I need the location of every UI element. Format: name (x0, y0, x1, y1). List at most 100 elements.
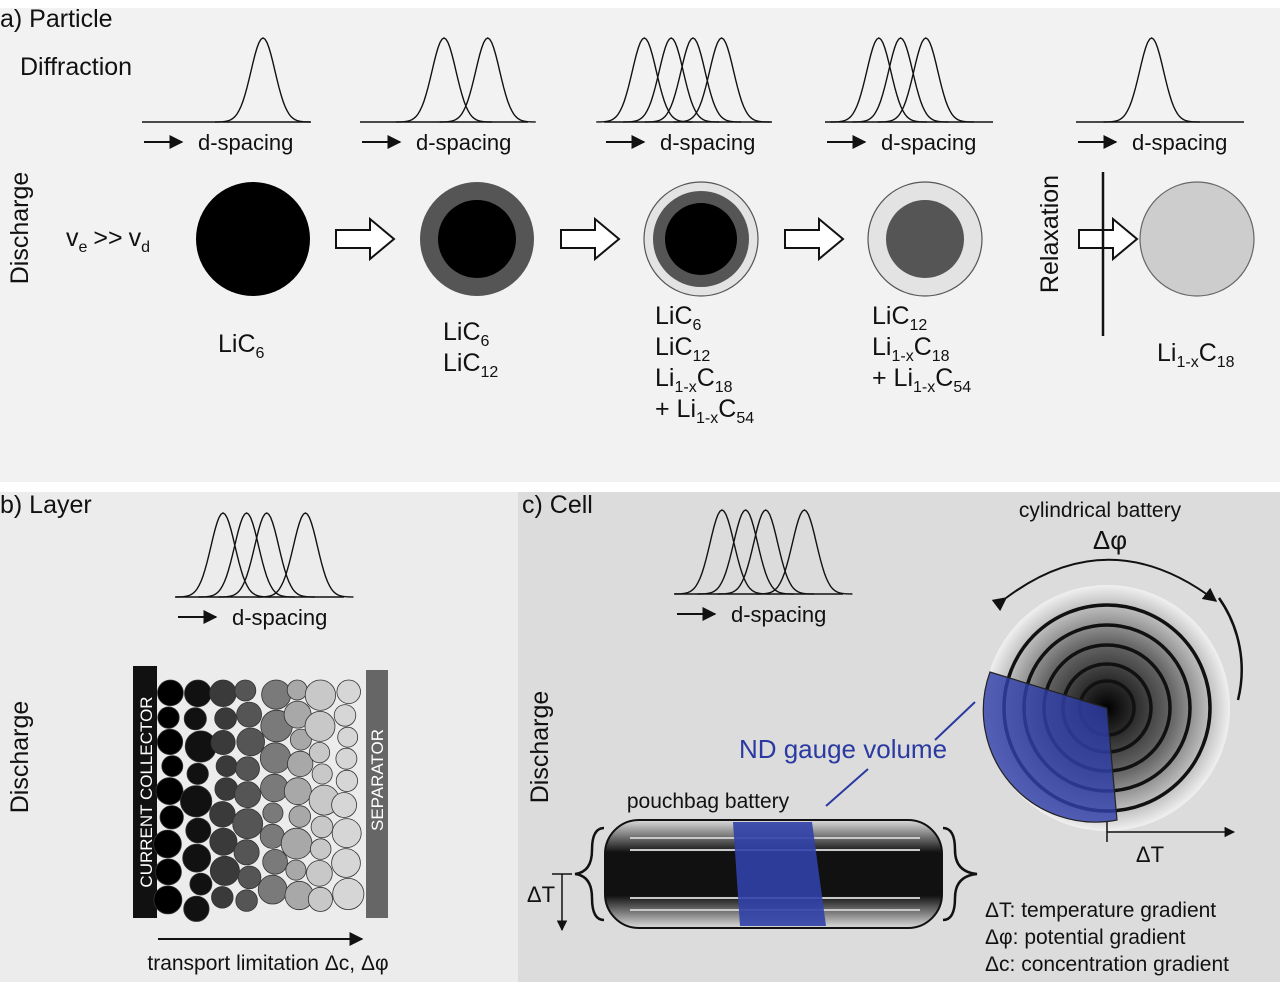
diffraction-peak-3 (877, 37, 974, 123)
cylindrical-battery (982, 585, 1230, 831)
diffraction-plot-2: d-spacing (360, 37, 536, 155)
process-arrow-4 (1078, 216, 1139, 262)
diffraction-peak-4 (257, 512, 354, 598)
electrode-particle (186, 762, 209, 785)
panel-c: c) Cell Discharge d-spacing cylindrical … (518, 491, 1280, 982)
electrode-particle (214, 777, 239, 801)
diffraction-peak-3 (218, 512, 315, 598)
cylindrical-battery-label: cylindrical battery (1019, 499, 1182, 522)
electrode-particle (311, 763, 333, 785)
pouchbag-battery-label: pouchbag battery (627, 790, 790, 813)
electrode-particle (333, 704, 357, 727)
d-spacing-label: d-spacing (731, 602, 826, 627)
electrode-particle (331, 818, 362, 848)
electrode-particle (183, 895, 210, 922)
electrode-particle (331, 792, 358, 818)
block-arrow-shape (1078, 216, 1139, 262)
electrode-particle (260, 773, 289, 803)
electrode-particle (185, 817, 212, 844)
diffraction-peak-2 (623, 37, 720, 123)
cylinder-outer-arc (1217, 597, 1243, 701)
electrode-particle (332, 878, 365, 911)
electrode-particle (259, 823, 285, 849)
electrode-particle (155, 777, 184, 805)
delta-t-label-pouch: ΔT (527, 882, 555, 907)
electrode-particle (184, 679, 212, 708)
electrode-particle (209, 855, 240, 886)
diffraction-plot-3: d-spacing (596, 37, 772, 155)
legend-concentration: Δc: concentration gradient (985, 953, 1229, 976)
electrode-particle (209, 801, 236, 828)
delta-phi-arrow (991, 558, 1218, 612)
electrode-particle (288, 805, 312, 828)
electrode-particle (280, 827, 313, 860)
electrode-particle (337, 726, 359, 748)
panel-b: b) Layer Discharge d-spacing CURRENT COL… (0, 491, 518, 982)
electrode-particle (183, 707, 207, 731)
nd-gauge-volume-label: ND gauge volume (739, 734, 947, 764)
process-arrow-2 (560, 216, 621, 262)
delta-t-label-cyl: ΔT (1136, 842, 1164, 867)
electrode-particle (161, 755, 184, 777)
electrode-particle-bed (153, 679, 365, 922)
diffraction-peak-1 (395, 37, 493, 123)
electrode-particle (159, 805, 184, 830)
phase-labels-1: LiC6 (218, 330, 265, 362)
electrode-particle (289, 728, 312, 751)
electrode-particle (307, 886, 333, 912)
electrode-particle (283, 777, 312, 806)
process-arrow-1 (335, 216, 396, 262)
electrode-particle (234, 679, 257, 702)
diffraction-plot-1: d-spacing (142, 37, 312, 155)
particle-1 (196, 182, 310, 296)
electrode-particle (209, 827, 238, 856)
diffraction-peak-2 (697, 509, 794, 595)
pouchbag-battery (574, 819, 978, 929)
d-spacing-label: d-spacing (660, 130, 755, 155)
block-arrow-shape (335, 216, 396, 262)
diffraction-peak-1 (1103, 37, 1200, 123)
current-collector (133, 666, 157, 918)
electrode-particle (157, 679, 184, 707)
diffraction-peak-4 (756, 509, 853, 595)
phase-labels-5: Li1-xC18 (1157, 339, 1235, 371)
diffraction-plot-4: d-spacing (825, 37, 993, 155)
d-spacing-label: d-spacing (1132, 130, 1227, 155)
electrode-particle (306, 860, 333, 887)
block-arrow-shape (560, 216, 621, 262)
nd-gauge-volume-cylinder (982, 671, 1118, 823)
electrode-particle (336, 679, 361, 705)
electrode-particle (180, 785, 213, 818)
electrode-particle (209, 679, 237, 708)
panel-c-label: c) Cell (522, 491, 593, 519)
nd-gauge-volume-pouch (733, 822, 826, 926)
rate-label: ve>>vd (66, 224, 150, 256)
electrode-particle (189, 872, 213, 896)
electrode-particle (235, 756, 260, 781)
electrode-particle (210, 730, 236, 756)
panel-a: a) Particle Diffraction Discharge d-spac… (0, 5, 1280, 482)
electrode-particle (236, 701, 263, 728)
legend-potential: Δφ: potential gradient (985, 926, 1186, 949)
particle-4 (867, 181, 983, 297)
diffraction-peak-1 (214, 37, 312, 123)
cell-diffraction-plot: d-spacing (673, 509, 853, 627)
process-arrow-3 (784, 216, 845, 262)
electrode-particle (156, 728, 184, 756)
electrode-particle (285, 859, 307, 881)
separator (366, 670, 388, 918)
electrode-particle (262, 848, 288, 875)
electrode-particle (153, 885, 183, 915)
diffraction-label: Diffraction (20, 53, 132, 81)
electrode-particle (286, 679, 308, 701)
electrode-particle (308, 741, 331, 764)
pouch-right-tab (942, 826, 978, 922)
current-collector-label: CURRENT COLLECTOR (137, 696, 156, 887)
separator-label: SEPARATOR (368, 729, 387, 831)
diffraction-peak-2 (198, 512, 295, 598)
diffraction-plot-5: d-spacing (1076, 37, 1244, 155)
